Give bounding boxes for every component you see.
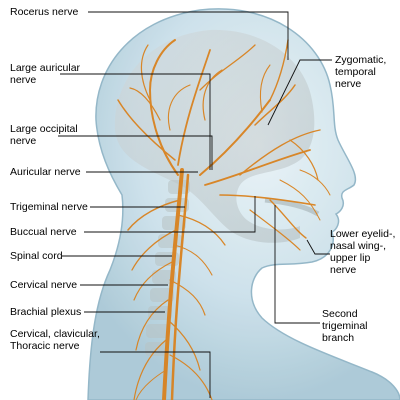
leader-large-occipital: [58, 135, 213, 170]
label-large-occipital-line1: Large occipital: [10, 123, 78, 135]
leader-ccth: [100, 351, 211, 398]
label-second-trigeminal-branch: Second trigeminal branch: [322, 308, 368, 344]
leader-lines: [58, 11, 332, 398]
label-cervical-nerve: Cervical nerve: [10, 279, 78, 291]
label-auricular-nerve: Auricular nerve: [10, 166, 81, 178]
label-zygomatic-line1: Zygomatic,: [335, 54, 387, 66]
leader-zygomatic: [267, 59, 332, 126]
label-buccual-nerve: Buccual nerve: [10, 226, 77, 238]
label-spinal-cord: Spinal cord: [10, 250, 63, 262]
label-zygomatic-line2: temporal: [335, 66, 376, 78]
label-large-auricular-line2: nerve: [10, 74, 37, 86]
label-ccth-line1: Cervical, clavicular,: [10, 328, 100, 340]
label-lower-eyelid-line3: upper lip: [330, 252, 371, 264]
label-second-trig-line2: trigeminal: [322, 320, 368, 332]
leader-buccual: [84, 196, 256, 233]
label-ccth-line2: Thoracic nerve: [10, 340, 80, 352]
label-lower-eyelid-line2: nasal wing-,: [330, 240, 387, 252]
skull-shape: [114, 29, 315, 243]
label-large-occipital-nerve: Large occipital nerve: [10, 123, 78, 147]
nerve-network: [117, 39, 331, 400]
label-lower-eyelid-line4: nerve: [330, 264, 357, 276]
label-large-auricular-line1: Large auricular: [10, 62, 81, 74]
label-rocerus-nerve: Rocerus nerve: [10, 6, 79, 18]
label-zygomatic-temporal-nerve: Zygomatic, temporal nerve: [335, 54, 386, 90]
leader-lower-eyelid: [306, 239, 330, 255]
label-large-occipital-line2: nerve: [10, 135, 37, 147]
leader-second-trigeminal: [274, 205, 320, 324]
label-zygomatic-line3: nerve: [335, 78, 362, 90]
label-cervical-clavicular-thoracic-nerve: Cervical, clavicular, Thoracic nerve: [10, 328, 100, 352]
label-second-trig-line1: Second: [322, 308, 358, 320]
leader-large-auricular: [60, 73, 211, 170]
leader-rocerus: [88, 11, 289, 60]
label-lower-eyelid-line1: Lower eyelid-,: [330, 228, 396, 240]
label-trigeminal-nerve: Trigeminal nerve: [10, 201, 88, 213]
label-large-auricular-nerve: Large auricular nerve: [10, 62, 80, 86]
label-second-trig-line3: branch: [322, 332, 355, 344]
label-brachial-plexus: Brachial plexus: [10, 306, 82, 318]
label-lower-eyelid-nerve: Lower eyelid-, nasal wing-, upper lip ne…: [330, 228, 395, 276]
